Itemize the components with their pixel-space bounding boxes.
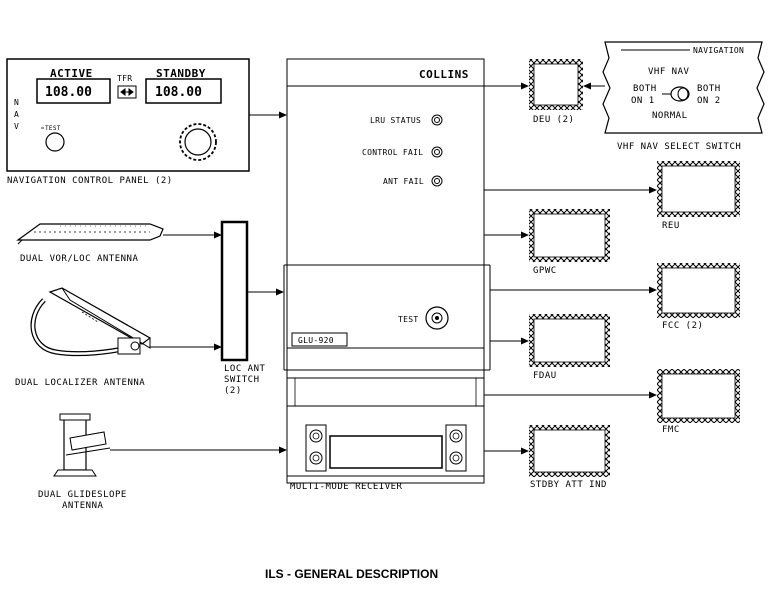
svg-text:V: V [14,122,19,131]
standby-label: STANDBY [156,67,206,80]
active-frequency: 108.00 [45,85,92,100]
gpwc-label: GPWC [533,266,557,276]
fmc-box [657,369,740,423]
fdau-label: FDAU [533,371,557,381]
vhf-right-line1: BOTH [697,84,721,94]
tfr-label: TFR [117,74,132,83]
localizer-antenna-caption: DUAL LOCALIZER ANTENNA [15,378,145,388]
fdau-box [529,314,610,367]
navigation-control-panel: ACTIVE STANDBY 108.00 108.00 TFR N A V T… [6,58,250,186]
brand-label: COLLINS [419,68,469,81]
svg-text:A: A [14,110,19,119]
deu-box [529,59,583,110]
transfer-button[interactable] [117,85,137,99]
gpwc-box [529,209,610,262]
test-button[interactable] [45,132,65,152]
vhf-header: NAVIGATION [693,46,744,55]
standby-display [145,78,222,104]
switch-caption-line2: SWITCH [224,375,260,385]
ant-fail-lamp [431,175,443,187]
unit-test-button[interactable] [425,306,449,330]
switch-caption-line3: (2) [224,386,242,396]
fcc-box [657,263,740,318]
fmc-label: FMC [662,425,680,435]
lower-control-unit [305,424,467,472]
vhf-right-line2: ON 2 [697,96,721,106]
active-label: ACTIVE [50,67,93,80]
stdby-att-ind-label: STDBY ATT IND [530,480,607,490]
glideslope-antenna [53,413,111,477]
glideslope-antenna-caption-line2: ANTENNA [62,501,104,511]
localizer-antenna [30,287,152,357]
frequency-knob[interactable] [179,123,217,161]
control-fail-label: CONTROL FAIL [362,148,423,157]
vhf-title: VHF NAV [648,67,690,77]
diagram-title: ILS - GENERAL DESCRIPTION [265,567,438,581]
standby-frequency: 108.00 [155,85,202,100]
vor-loc-antenna-caption: DUAL VOR/LOC ANTENNA [20,254,138,264]
receiver-caption: MULTI-MODE RECEIVER [290,482,403,492]
reu-box [657,161,740,217]
reu-label: REU [662,221,680,231]
unit-test-label: TEST [398,315,418,324]
vhf-normal: NORMAL [652,111,688,121]
model-plate [291,332,348,347]
lru-status-lamp [431,114,443,126]
lru-status-label: LRU STATUS [370,116,421,125]
test-label: TEST [45,125,61,132]
vhf-nav-toggle[interactable] [662,86,690,102]
vor-loc-antenna [16,223,164,245]
vhf-left-line2: ON 1 [631,96,655,106]
vhf-caption: VHF NAV SELECT SWITCH [617,142,741,152]
deu-label: DEU (2) [533,115,574,125]
stdby-att-ind-box [529,425,610,477]
glideslope-antenna-caption-line1: DUAL GLIDESLOPE [38,490,127,500]
control-fail-lamp [431,146,443,158]
fcc-label: FCC (2) [662,321,703,331]
nav-panel-caption: NAVIGATION CONTROL PANEL (2) [7,176,173,186]
active-display [36,78,111,104]
switch-caption-line1: LOC ANT [224,364,266,374]
vhf-left-line1: BOTH [633,84,657,94]
loc-antenna-switch [220,220,249,362]
nav-side-label: N A V [14,98,19,131]
ant-fail-label: ANT FAIL [383,177,424,186]
multi-mode-receiver: COLLINS [283,58,491,484]
svg-text:N: N [14,98,19,107]
model-label: GLU-920 [298,336,334,345]
